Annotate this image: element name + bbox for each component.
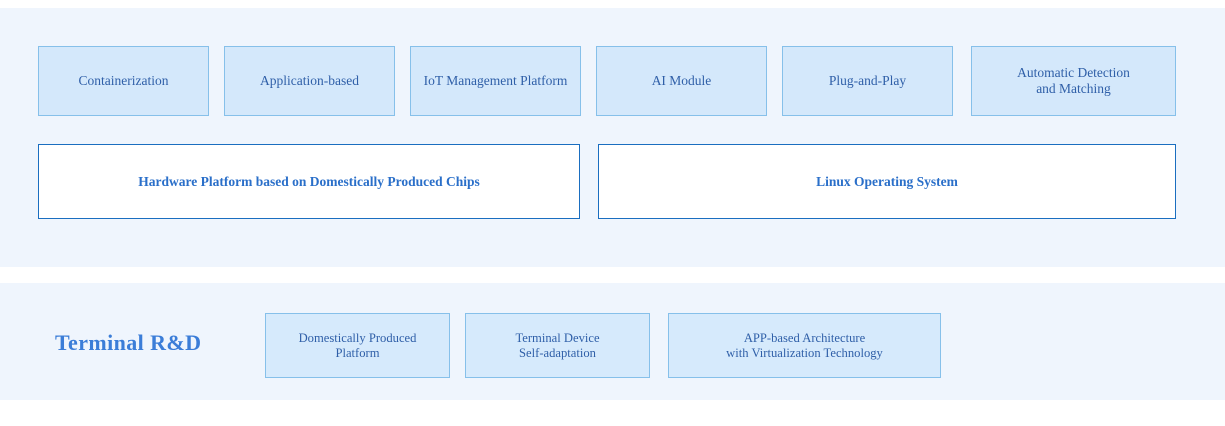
tile-label-line2: Self-adaptation	[519, 345, 596, 360]
tile-label-line1: Terminal Device	[515, 330, 600, 345]
tile-label: Terminal Device Self-adaptation	[515, 331, 599, 361]
bar-linux-operating-system[interactable]: Linux Operating System	[598, 144, 1176, 219]
tile-label-line2: with Virtualization Technology	[726, 345, 883, 360]
tile-label: APP-based Architecture with Virtualizati…	[726, 331, 883, 361]
tile-automatic-detection-and-matching[interactable]: Automatic Detection and Matching	[971, 46, 1176, 116]
tile-iot-management-platform[interactable]: IoT Management Platform	[410, 46, 581, 116]
tile-label: Automatic Detection and Matching	[1011, 65, 1136, 97]
tile-label-line1: Domestically Produced	[298, 330, 417, 345]
bar-label: Hardware Platform based on Domestically …	[138, 173, 480, 189]
tile-terminal-device-self-adaptation[interactable]: Terminal Device Self-adaptation	[465, 313, 650, 378]
tile-application-based[interactable]: Application-based	[224, 46, 395, 116]
tile-label-line1: APP-based Architecture	[743, 330, 866, 345]
tile-domestically-produced-platform[interactable]: Domestically Produced Platform	[265, 313, 450, 378]
tile-label-line2: and Matching	[1036, 81, 1111, 96]
tile-label-line1: Automatic Detection	[1017, 65, 1130, 81]
tile-ai-module[interactable]: AI Module	[596, 46, 767, 116]
tile-containerization[interactable]: Containerization	[38, 46, 209, 116]
bar-label: Linux Operating System	[816, 173, 958, 189]
tile-label: IoT Management Platform	[423, 73, 568, 89]
section-title-terminal-rd: Terminal R&D	[55, 330, 202, 355]
tile-label: Domestically Produced Platform	[299, 331, 417, 361]
tile-label: AI Module	[651, 73, 712, 89]
capability-panel: Containerization Application-based IoT M…	[0, 8, 1225, 267]
tile-plug-and-play[interactable]: Plug-and-Play	[782, 46, 953, 116]
bar-hardware-platform[interactable]: Hardware Platform based on Domestically …	[38, 144, 580, 219]
tile-label: Plug-and-Play	[828, 73, 907, 89]
tile-label-line2: Platform	[335, 345, 380, 360]
tile-label: Containerization	[78, 73, 169, 89]
tile-label: Application-based	[260, 73, 359, 89]
tile-app-based-architecture[interactable]: APP-based Architecture with Virtualizati…	[668, 313, 941, 378]
